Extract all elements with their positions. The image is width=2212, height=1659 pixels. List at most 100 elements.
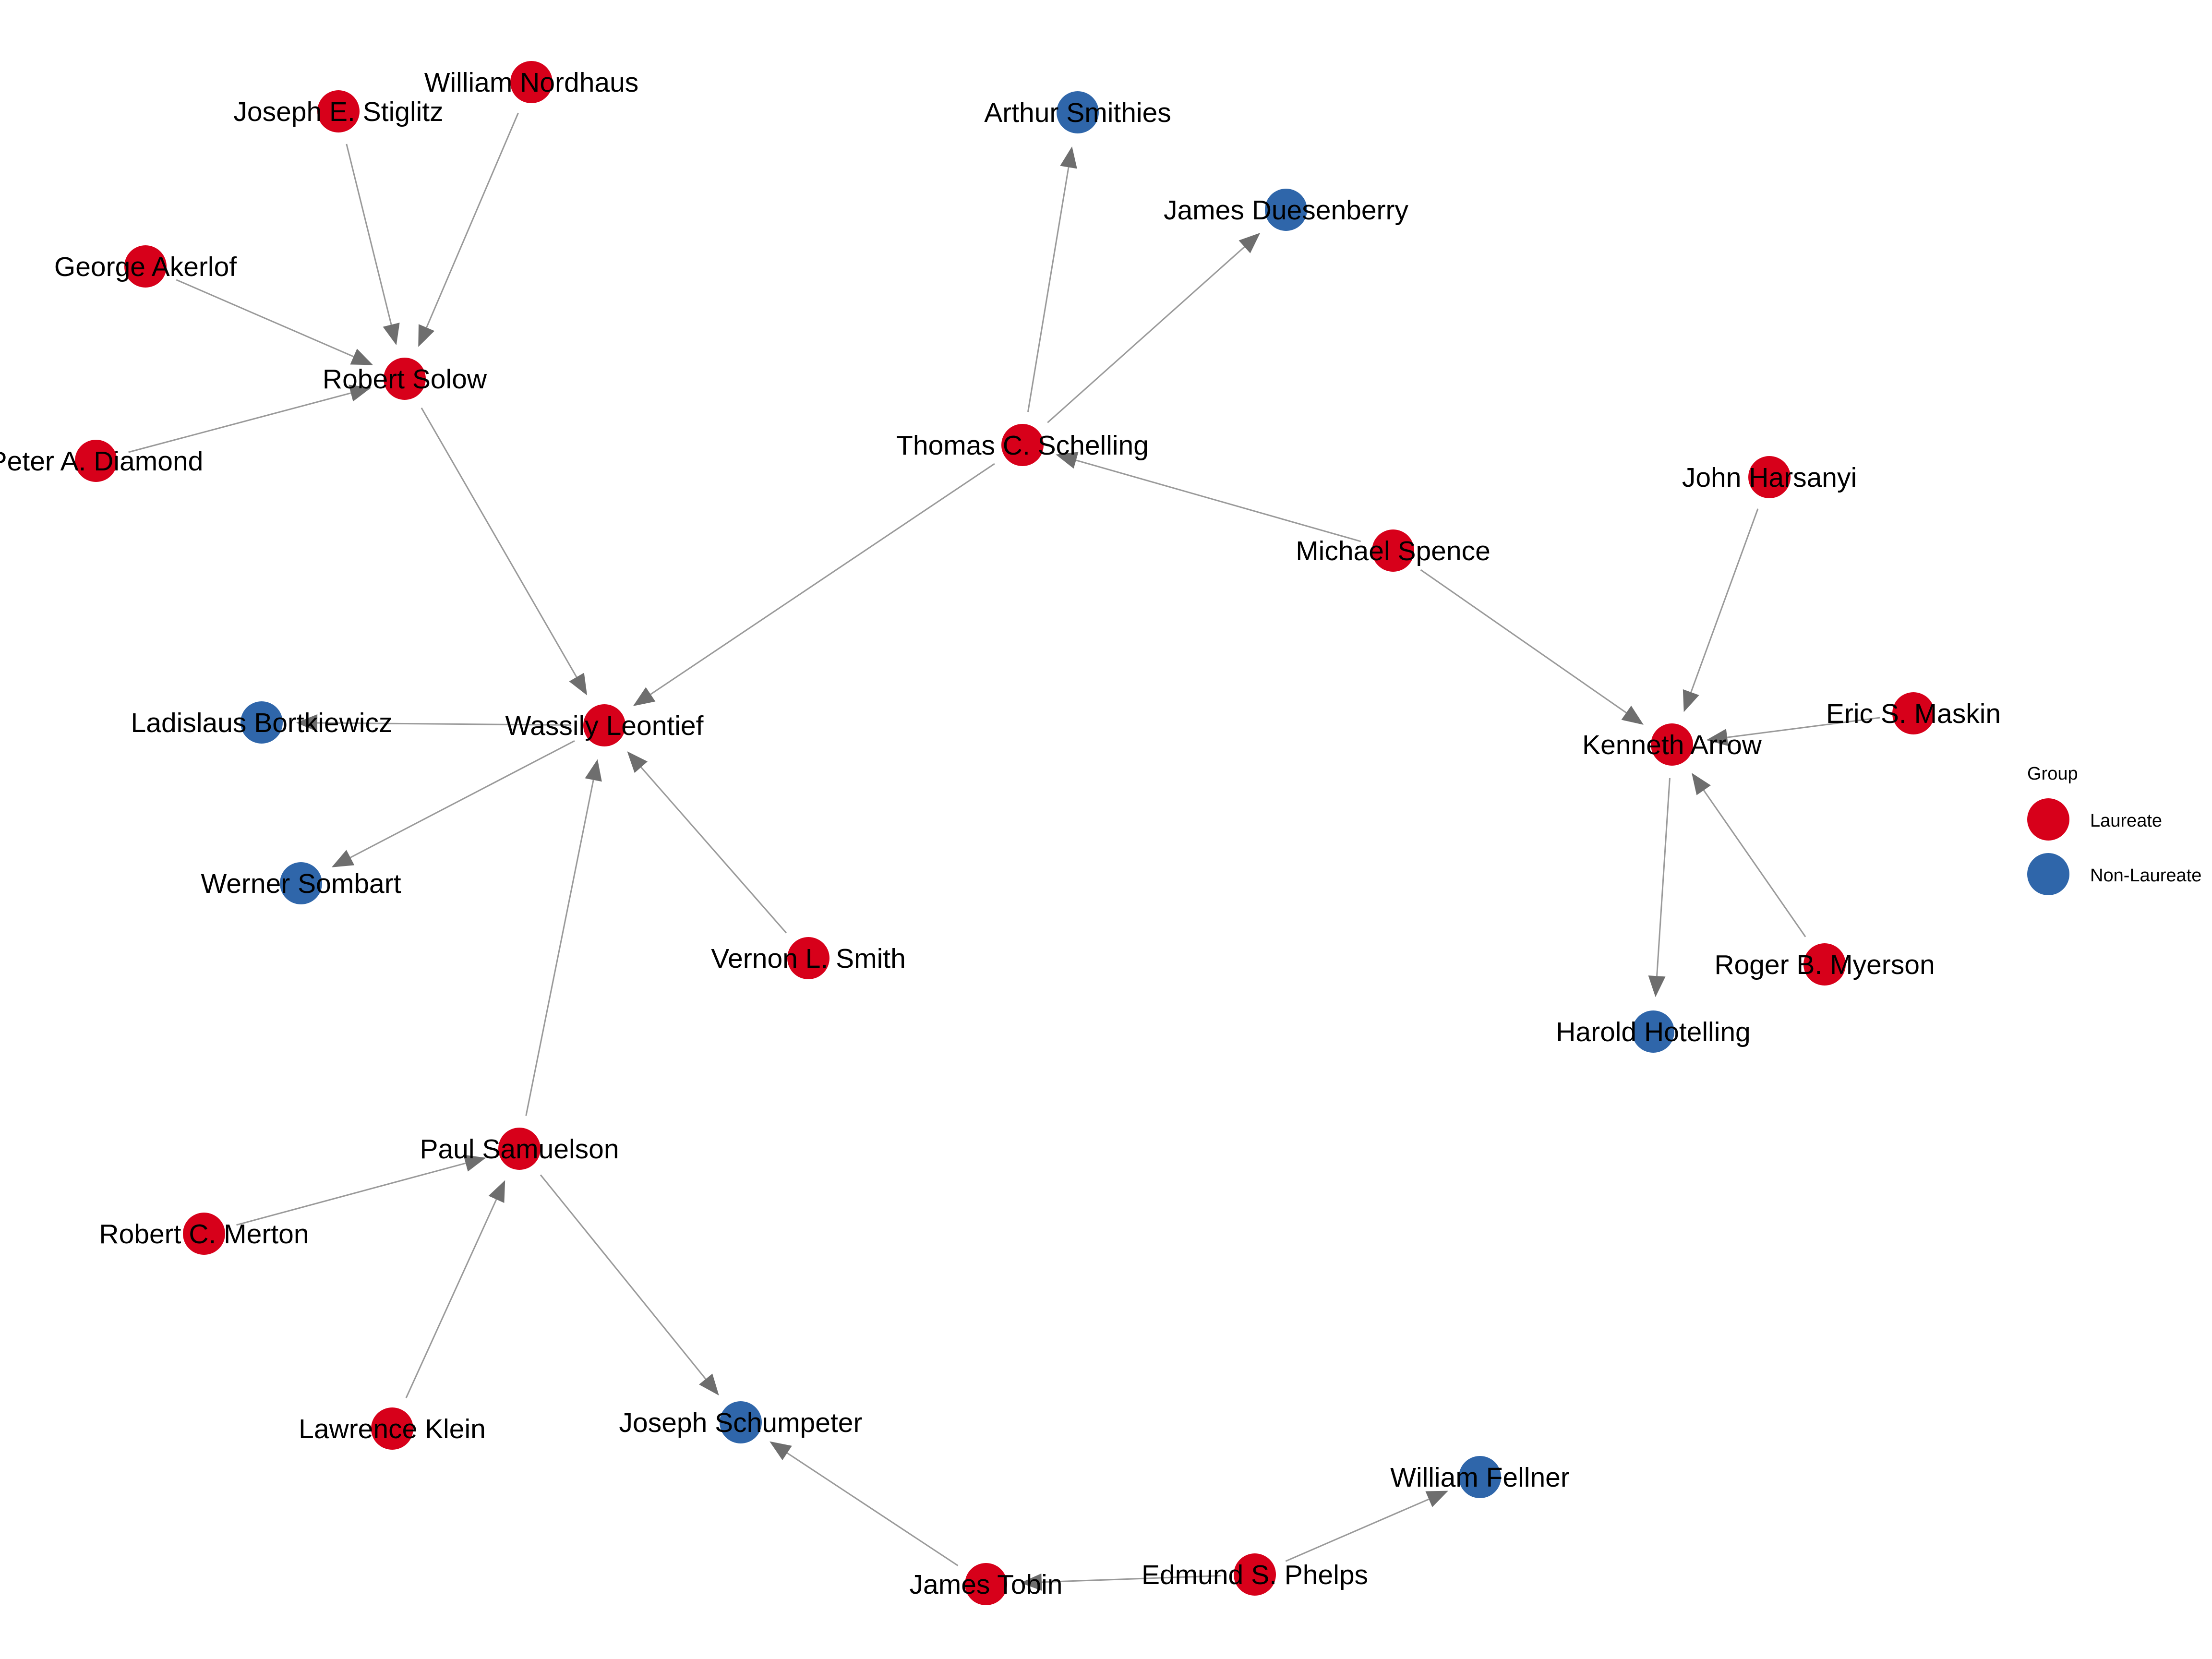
- edge-arrowhead: [1706, 729, 1729, 746]
- edges-layer: [128, 112, 1880, 1591]
- node-stiglitz: Joseph E. Stiglitz: [233, 90, 444, 132]
- node-label: Kenneth Arrow: [1582, 730, 1762, 760]
- node-leontief: Wassily Leontief: [505, 704, 704, 746]
- edge-arrowhead: [418, 324, 435, 347]
- node-nordhaus: William Nordhaus: [424, 61, 639, 103]
- node-circle: [124, 245, 167, 288]
- node-maskin: Eric S. Maskin: [1826, 692, 2001, 734]
- edge-klein-samuelson: [405, 1180, 505, 1398]
- node-label: Roger B. Myerson: [1714, 950, 1935, 980]
- edge-schelling-leontief: [633, 463, 995, 706]
- edge-arrowhead: [331, 850, 355, 867]
- edge-line: [350, 740, 575, 858]
- node-harsanyi: John Harsanyi: [1682, 456, 1857, 498]
- edge-line: [1047, 246, 1245, 423]
- edge-phelps-tobin: [1020, 1573, 1222, 1591]
- node-duesenberry: James Duesenberry: [1164, 189, 1409, 231]
- edge-arrowhead: [296, 714, 318, 732]
- edge-line: [1076, 459, 1361, 542]
- edge-arrowhead: [350, 349, 373, 365]
- edge-line: [1041, 1575, 1222, 1583]
- edge-arrowhead: [1692, 773, 1711, 795]
- edge-line: [421, 407, 577, 678]
- edge-tobin-schumpeter: [769, 1441, 959, 1566]
- node-schelling: Thomas C. Schelling: [896, 424, 1149, 466]
- edge-maskin-arrow: [1706, 717, 1880, 746]
- node-fellner: William Fellner: [1390, 1456, 1570, 1498]
- node-label: Paul Samuelson: [420, 1134, 619, 1165]
- edge-arrowhead: [488, 1180, 505, 1203]
- node-circle: [75, 440, 117, 482]
- edge-akerlof-solow: [176, 279, 373, 365]
- node-label: Arthur Smithies: [984, 97, 1171, 128]
- edge-arrowhead: [1621, 705, 1644, 725]
- node-label: Peter A. Diamond: [0, 446, 203, 477]
- node-circle: [1651, 723, 1693, 766]
- edge-schelling-smithies: [1027, 146, 1077, 412]
- edge-arrowhead: [383, 323, 400, 346]
- node-label: Joseph E. Stiglitz: [233, 96, 443, 127]
- node-circle: [1892, 692, 1935, 734]
- legend: Group Laureate Non-Laureate: [2027, 764, 2201, 895]
- edge-line: [1656, 778, 1671, 976]
- node-circle: [1632, 1010, 1674, 1053]
- node-label: Harold Hotelling: [1556, 1017, 1751, 1047]
- edge-phelps-fellner: [1285, 1491, 1448, 1562]
- edge-arrowhead: [349, 385, 372, 402]
- node-circle: [787, 937, 830, 979]
- node-circle: [1803, 943, 1846, 986]
- node-label: William Fellner: [1390, 1462, 1570, 1493]
- node-circle: [317, 90, 360, 132]
- edge-vsmith-leontief: [627, 751, 787, 934]
- edge-line: [540, 1174, 707, 1380]
- node-label: Robert Solow: [323, 364, 487, 395]
- edge-spence-schelling: [1056, 452, 1361, 542]
- node-vsmith: Vernon L. Smith: [711, 937, 906, 979]
- node-label: Vernon L. Smith: [711, 943, 906, 974]
- node-diamond: Peter A. Diamond: [0, 440, 203, 482]
- edge-arrowhead: [627, 751, 648, 773]
- edge-arrowhead: [569, 673, 588, 696]
- node-label: William Nordhaus: [424, 67, 639, 98]
- edge-line: [317, 722, 571, 726]
- edge-samuelson-leontief: [525, 759, 602, 1116]
- edge-line: [405, 1199, 497, 1398]
- node-label: James Tobin: [910, 1569, 1063, 1600]
- node-klein: Lawrence Klein: [299, 1407, 486, 1450]
- node-circle: [1459, 1456, 1501, 1498]
- node-label: Wassily Leontief: [505, 710, 704, 741]
- node-label: Robert C. Merton: [99, 1219, 309, 1250]
- node-circle: [1265, 189, 1307, 231]
- node-label: Thomas C. Schelling: [896, 430, 1149, 461]
- edge-line: [426, 112, 519, 328]
- edge-nordhaus-solow: [418, 112, 519, 347]
- edge-harsanyi-arrow: [1683, 508, 1759, 712]
- node-circle: [583, 704, 625, 746]
- legend-swatch-laureate: [2027, 798, 2069, 841]
- edge-spence-arrow: [1420, 569, 1644, 725]
- node-circle: [498, 1128, 541, 1170]
- edge-line: [1690, 508, 1759, 693]
- node-sombart: Werner Sombart: [201, 862, 401, 904]
- node-circle: [510, 61, 553, 103]
- edge-arrowhead: [769, 1441, 792, 1460]
- edge-arrowhead: [699, 1373, 719, 1396]
- edge-diamond-solow: [128, 385, 372, 453]
- edge-arrowhead: [1425, 1491, 1448, 1507]
- edge-leontief-bortkiewicz: [296, 714, 571, 732]
- node-circle: [1748, 456, 1791, 498]
- node-hotelling: Harold Hotelling: [1556, 1010, 1751, 1053]
- legend-title: Group: [2027, 764, 2078, 784]
- node-label: Lawrence Klein: [299, 1414, 486, 1444]
- node-label: John Harsanyi: [1682, 462, 1857, 493]
- node-merton: Robert C. Merton: [99, 1213, 309, 1255]
- node-label: Eric S. Maskin: [1826, 698, 2001, 729]
- edge-arrowhead: [1020, 1573, 1042, 1591]
- node-label: Michael Spence: [1296, 536, 1491, 566]
- edge-stiglitz-solow: [346, 144, 400, 346]
- edge-schelling-duesenberry: [1047, 232, 1261, 423]
- edge-line: [1285, 1498, 1430, 1562]
- node-circle: [965, 1563, 1007, 1605]
